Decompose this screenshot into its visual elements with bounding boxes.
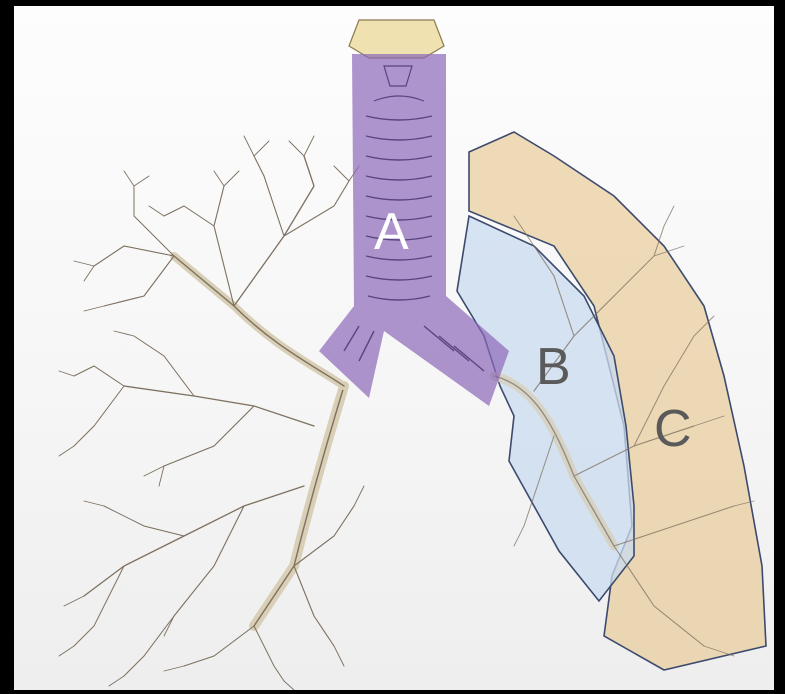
larynx-top bbox=[349, 20, 444, 58]
diagram-frame: A B C bbox=[14, 6, 774, 690]
label-b: B bbox=[536, 338, 571, 396]
respiratory-tree-diagram: A B C bbox=[14, 6, 774, 690]
left-bronchial-tree bbox=[59, 136, 364, 690]
label-a: A bbox=[374, 203, 409, 261]
label-c: C bbox=[654, 400, 692, 458]
